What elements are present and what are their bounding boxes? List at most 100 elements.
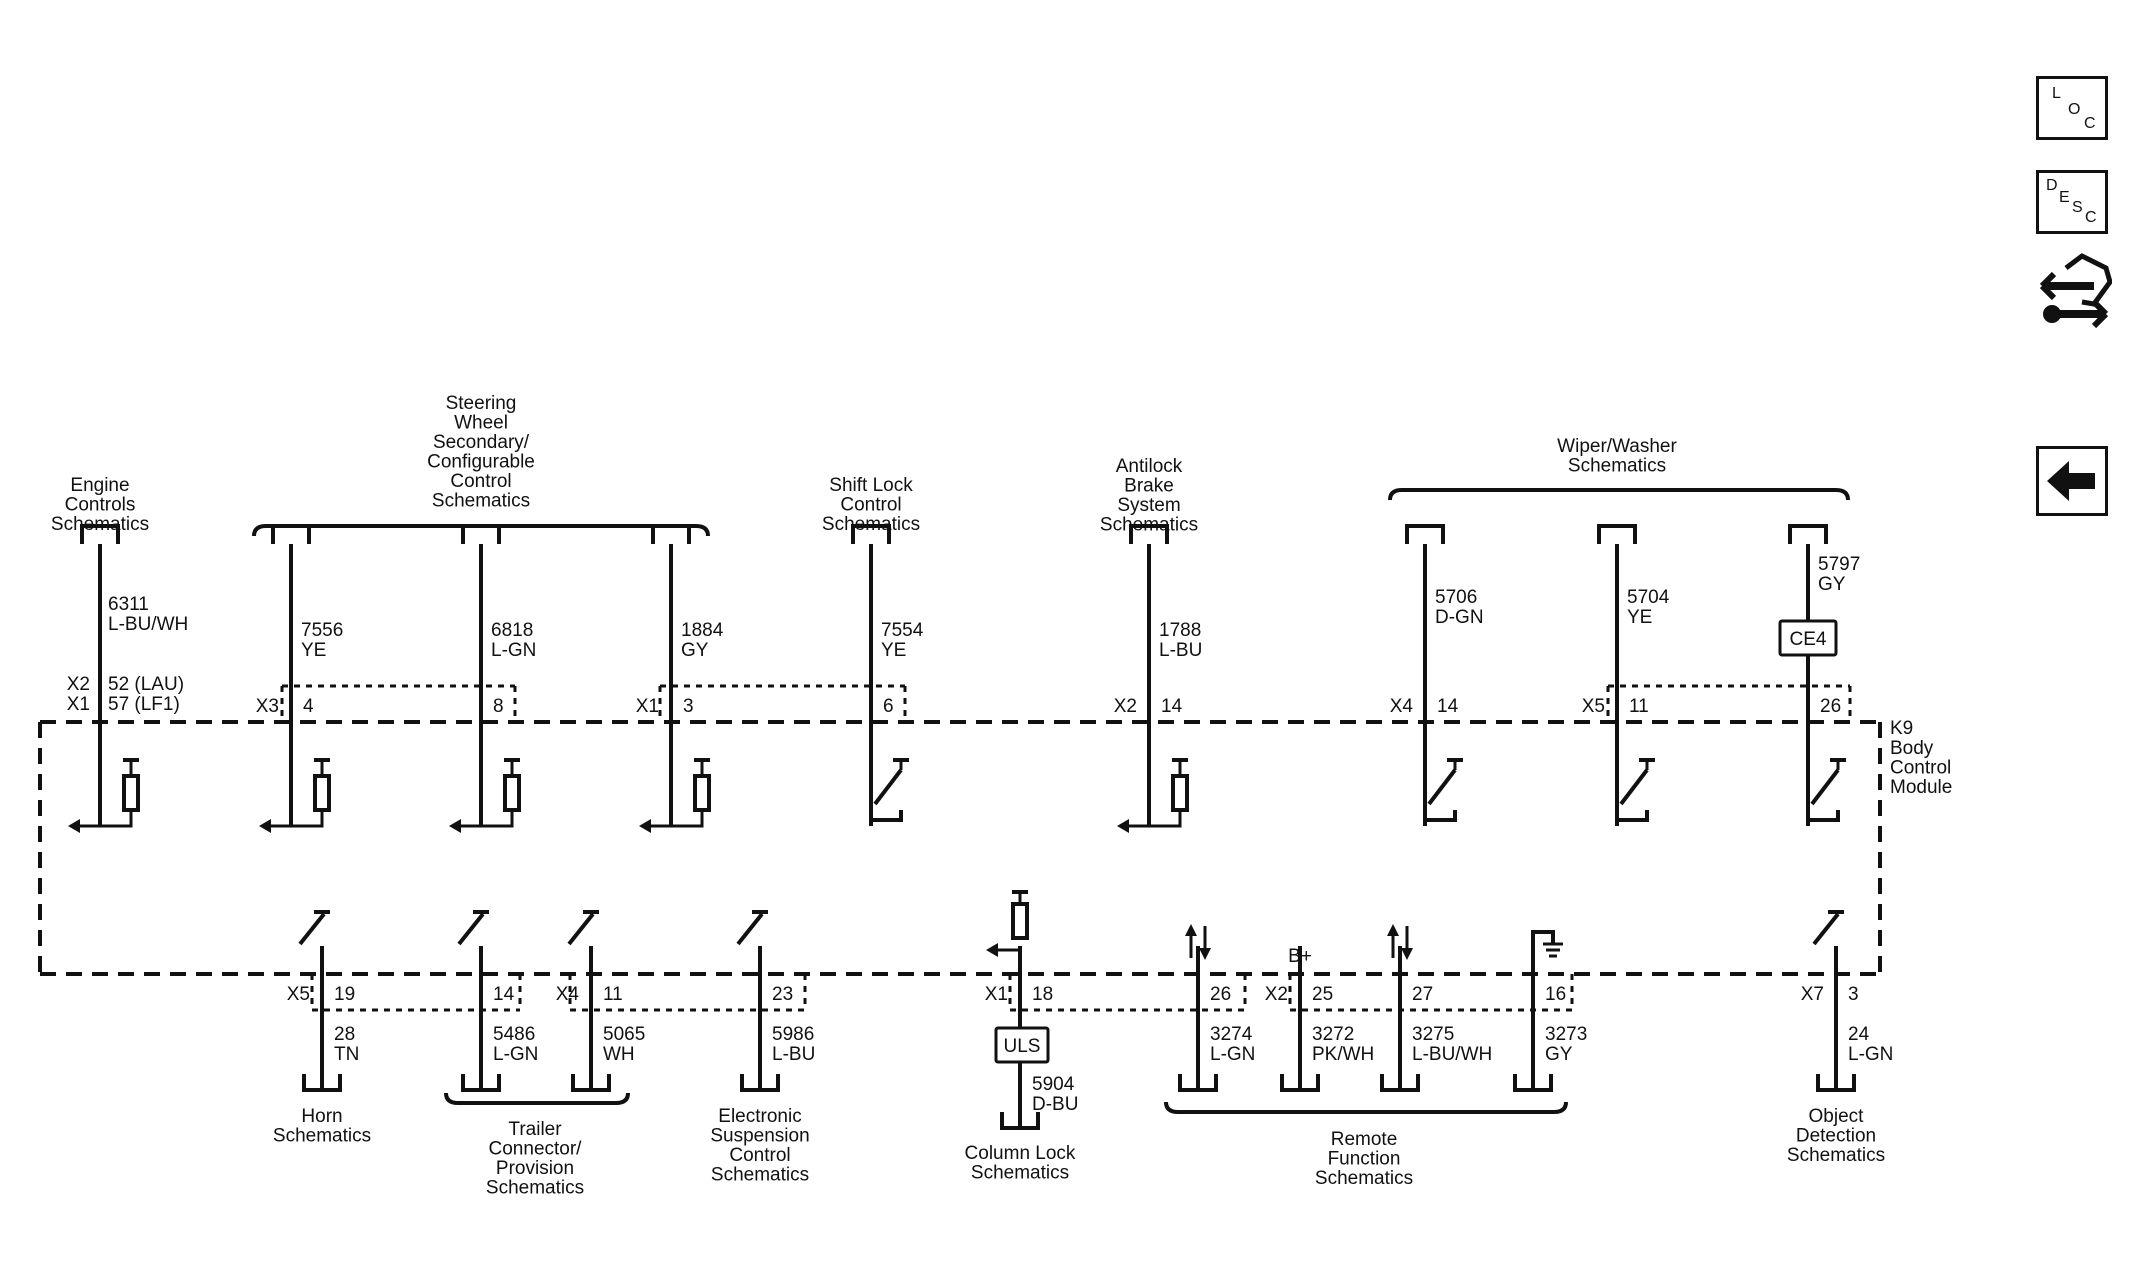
dest-column-lock-line-1: Column Lock (965, 1143, 1076, 1164)
loc-letter-l: L (2052, 85, 2061, 102)
bottom-esc-connector (740, 1074, 780, 1092)
dest-engine-line-2: Controls (65, 495, 136, 516)
desc-letter-d: D (2046, 177, 2058, 194)
top-engine-pin-1: 52 (LAU) (108, 674, 184, 695)
bottom-col-conn: X1 (985, 984, 1008, 1005)
top-sw1-circuit: 7556 (301, 620, 343, 641)
bottom-tr2-pin: 11 (603, 984, 623, 1005)
bottom-rf4-connector (1513, 1074, 1553, 1092)
loc-button[interactable]: L O C (2036, 76, 2108, 140)
dest-steering-line-5: Control (450, 471, 511, 492)
desc-button[interactable]: D E S C (2036, 170, 2108, 234)
top-sw1-pin: 4 (303, 696, 314, 717)
dest-abs-line-2: Brake (1124, 476, 1174, 497)
bottom-tr2-blade (567, 912, 595, 946)
dest-engine-line-3: Schematics (51, 514, 149, 535)
top-shift-color: YE (881, 640, 906, 661)
bottom-esc-pin: 23 (772, 984, 793, 1005)
top-shift-pin: 6 (883, 696, 894, 717)
bottom-tr1-connector (461, 1074, 501, 1092)
top-abs-color: L-BU (1159, 640, 1202, 661)
top-ww2-connector (1597, 524, 1637, 544)
connector-view-button[interactable] (2036, 252, 2113, 336)
bottom-esc-blade (736, 912, 764, 946)
dest-remote-function-line-2: Function (1328, 1149, 1401, 1170)
bottom-esc-circuit: 5986 (772, 1024, 814, 1045)
dest-object-detection-line-2: Detection (1796, 1126, 1876, 1147)
bottom-obj-connector (1816, 1074, 1856, 1092)
uls-label: ULS (1004, 1036, 1041, 1057)
top-engine-conn-2: X1 (67, 694, 90, 715)
dest-object-detection-line-1: Object (1809, 1106, 1865, 1127)
top-engine-conn-1: X2 (67, 674, 90, 695)
top-ww3-blade (1810, 768, 1840, 806)
ce4-component (1778, 619, 1838, 657)
bottom-rf2-conn: X2 (1265, 984, 1288, 1005)
bottom-col-pin: 18 (1032, 984, 1053, 1005)
top-sw2-arrow (449, 819, 461, 833)
bottom-rf3-connector (1380, 1074, 1420, 1092)
top-abs-pin: 14 (1161, 696, 1183, 717)
bottom-rf1-arrow-down-head (1199, 948, 1211, 960)
bottom-tr2-connector (571, 1074, 611, 1092)
bottom-obj-conn: X7 (1801, 984, 1824, 1005)
dest-trailer-line-2: Connector/ (489, 1139, 583, 1160)
back-button[interactable] (2036, 446, 2108, 516)
bottom-obj-pin: 3 (1848, 984, 1859, 1005)
bottom-horn-blade (298, 912, 326, 946)
bottom-rf1-circuit: 3274 (1210, 1024, 1253, 1045)
top-ww1-color: D-GN (1435, 607, 1484, 628)
desc-letter-c: C (2085, 209, 2097, 226)
dest-abs-line-4: Schematics (1100, 515, 1198, 536)
dest-steering-line-2: Wheel (454, 413, 508, 434)
top-sw1-connector (271, 524, 311, 544)
desc-letter-s: S (2072, 199, 2083, 216)
dest-esc-line-2: Suspension (710, 1126, 809, 1147)
bottom-tr2-circuit: 5065 (603, 1024, 645, 1045)
bottom-rf2-pin: 25 (1312, 984, 1333, 1005)
bottom-rf2-circuit: 3272 (1312, 1024, 1354, 1045)
dest-esc-line-4: Schematics (711, 1165, 809, 1186)
top-sw2-pin: 8 (493, 696, 504, 717)
bottom-horn-connector (302, 1074, 342, 1092)
top-ww2-color: YE (1627, 607, 1652, 628)
bottom-rf3-pin: 27 (1412, 984, 1433, 1005)
dest-shift-lock-line-1: Shift Lock (829, 475, 913, 496)
bottom-tr1-pin: 14 (493, 984, 515, 1005)
top-ww2-blade (1619, 768, 1649, 806)
top-sw2-color: L-GN (491, 640, 536, 661)
top-sw3-connector (651, 524, 691, 544)
top-ww3-connector (1788, 524, 1828, 544)
desc-letter-e: E (2059, 189, 2070, 206)
top-ww2-pin: 11 (1629, 696, 1649, 717)
steering-group-bracket (252, 524, 710, 537)
bottom-rf3-arrow-down-head (1401, 948, 1413, 960)
dest-remote-function-line-3: Schematics (1315, 1168, 1413, 1189)
top-shift-circuit: 7554 (881, 620, 924, 641)
top-sw3-color: GY (681, 640, 709, 661)
top-sw1-conn: X3 (256, 696, 279, 717)
top-abs-connector (1129, 524, 1169, 544)
top-shift-blade (873, 768, 903, 806)
bottom-rf4-ground-lead (1531, 930, 1555, 946)
dest-column-lock-line-2: Schematics (971, 1163, 1069, 1184)
top-sw3-arrow (639, 819, 651, 833)
top-ww1-circuit: 5706 (1435, 587, 1477, 608)
dest-trailer-line-3: Provision (496, 1158, 574, 1179)
top-engine-circuit: 6311 (108, 594, 149, 615)
dest-steering-line-3: Secondary/ (433, 432, 530, 453)
bottom-obj-blade (1812, 912, 1840, 946)
bottom-rf3-color: L-BU/WH (1412, 1044, 1492, 1065)
top-shift-connector (851, 524, 891, 544)
top-engine-resistor (122, 774, 140, 812)
dest-trailer-line-1: Trailer (508, 1119, 562, 1140)
dest-remote-function-line-1: Remote (1331, 1129, 1398, 1150)
top-sw1-arrow (259, 819, 271, 833)
top-abs-conn: X2 (1114, 696, 1137, 717)
bottom-tr1-blade (457, 912, 485, 946)
top-engine-lead (78, 810, 133, 828)
top-sw1-lead (269, 810, 324, 828)
top-sw3-lead (649, 810, 704, 828)
bottom-horn-color: TN (334, 1044, 359, 1065)
top-sw3-circuit: 1884 (681, 620, 724, 641)
